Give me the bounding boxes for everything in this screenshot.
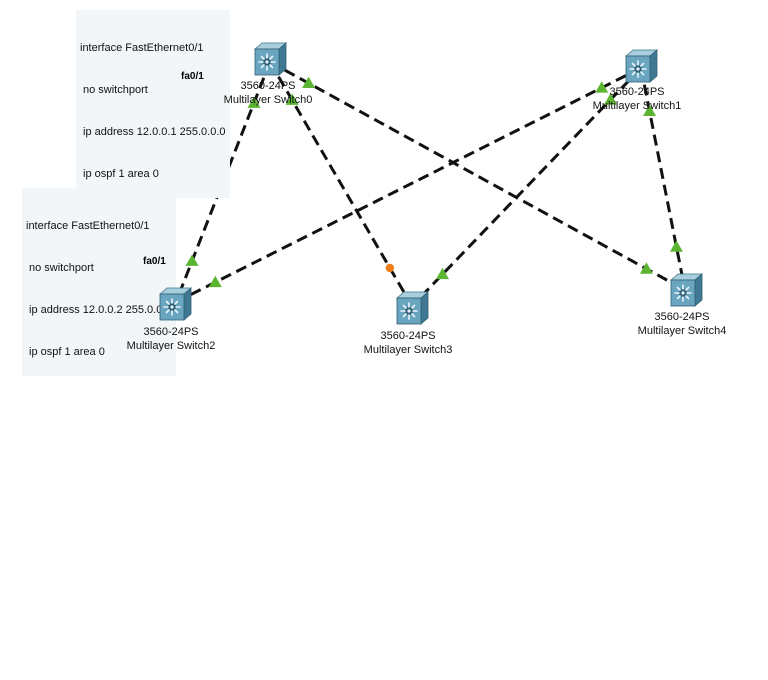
switch4-label: 3560-24PS Multilayer Switch4 bbox=[612, 310, 752, 338]
cable-switch1-switch4-far-up-indicator bbox=[669, 240, 683, 252]
switch-name: Multilayer Switch3 bbox=[363, 344, 453, 356]
switch-name: Multilayer Switch4 bbox=[637, 325, 727, 337]
note-line: no switchport bbox=[29, 262, 94, 274]
cable-switch0-switch4-far-up-indicator bbox=[639, 262, 653, 274]
cable-switch0-switch3-far-blocking-indicator bbox=[385, 263, 395, 273]
switch3-label: 3560-24PS Multilayer Switch3 bbox=[338, 329, 478, 357]
switch-model: 3560-24PS bbox=[143, 326, 199, 338]
switch1-label: 3560-24PS Multilayer Switch1 bbox=[567, 85, 707, 113]
cable-switch1-switch3-far-up-indicator bbox=[436, 267, 450, 280]
cable-switch1-switch4-near-up-indicator bbox=[643, 104, 657, 117]
multilayer-switch3-icon[interactable] bbox=[395, 291, 429, 325]
switch2-label: 3560-24PS Multilayer Switch2 bbox=[101, 325, 241, 353]
note-line: ip ospf 1 area 0 bbox=[83, 168, 159, 180]
config-note-switch2[interactable]: interface FastEthernet0/1 no switchport … bbox=[22, 188, 176, 376]
switch-name: Multilayer Switch1 bbox=[592, 100, 682, 112]
cable-switch0-switch2-near-up-indicator bbox=[247, 96, 261, 108]
note-line: ip address 12.0.0.2 255.0.0.0 bbox=[29, 304, 172, 316]
note-line: interface FastEthernet0/1 bbox=[26, 220, 150, 232]
config-note-switch0[interactable]: interface FastEthernet0/1 no switchport … bbox=[76, 10, 230, 198]
switch-name: Multilayer Switch0 bbox=[223, 94, 313, 106]
cable-switch0-switch2-far-up-indicator bbox=[185, 254, 199, 266]
cable-switch1-switch3-near-up-indicator bbox=[603, 93, 617, 105]
multilayer-switch4-icon[interactable] bbox=[669, 273, 703, 307]
cable-switch1-switch2-near-up-indicator bbox=[595, 81, 609, 93]
switch-model: 3560-24PS bbox=[380, 330, 436, 342]
cable-switch1-switch2[interactable] bbox=[175, 66, 642, 304]
cable-switch1-switch2-far-up-indicator bbox=[208, 275, 222, 288]
link-indicators-layer bbox=[185, 76, 683, 288]
cable-switch0-switch4[interactable] bbox=[269, 60, 686, 292]
cable-switch0-switch4-near-up-indicator bbox=[302, 76, 316, 89]
switch0-label: 3560-24PS Multilayer Switch0 bbox=[198, 79, 338, 107]
switch-model: 3560-24PS bbox=[609, 86, 665, 98]
note-line: no switchport bbox=[83, 84, 148, 96]
note-line: interface FastEthernet0/1 bbox=[80, 42, 204, 54]
cable-switch0-switch3-near-up-indicator bbox=[285, 93, 299, 105]
cable-switch1-switch3[interactable] bbox=[410, 66, 643, 308]
switch-model: 3560-24PS bbox=[654, 311, 710, 323]
multilayer-switch2-icon[interactable] bbox=[158, 287, 192, 321]
switch-name: Multilayer Switch2 bbox=[126, 340, 216, 352]
cable-switch1-switch4[interactable] bbox=[639, 67, 687, 291]
cable-switch0-switch3[interactable] bbox=[268, 61, 414, 307]
port-label-switch0: fa0/1 bbox=[181, 71, 204, 82]
multilayer-switch1-icon[interactable] bbox=[624, 49, 658, 83]
note-line: ip address 12.0.0.1 255.0.0.0 bbox=[83, 126, 226, 138]
port-label-switch2: fa0/1 bbox=[143, 256, 166, 267]
switch-model: 3560-24PS bbox=[240, 80, 296, 92]
note-line: ip ospf 1 area 0 bbox=[29, 346, 105, 358]
multilayer-switch0-icon[interactable] bbox=[253, 42, 287, 76]
